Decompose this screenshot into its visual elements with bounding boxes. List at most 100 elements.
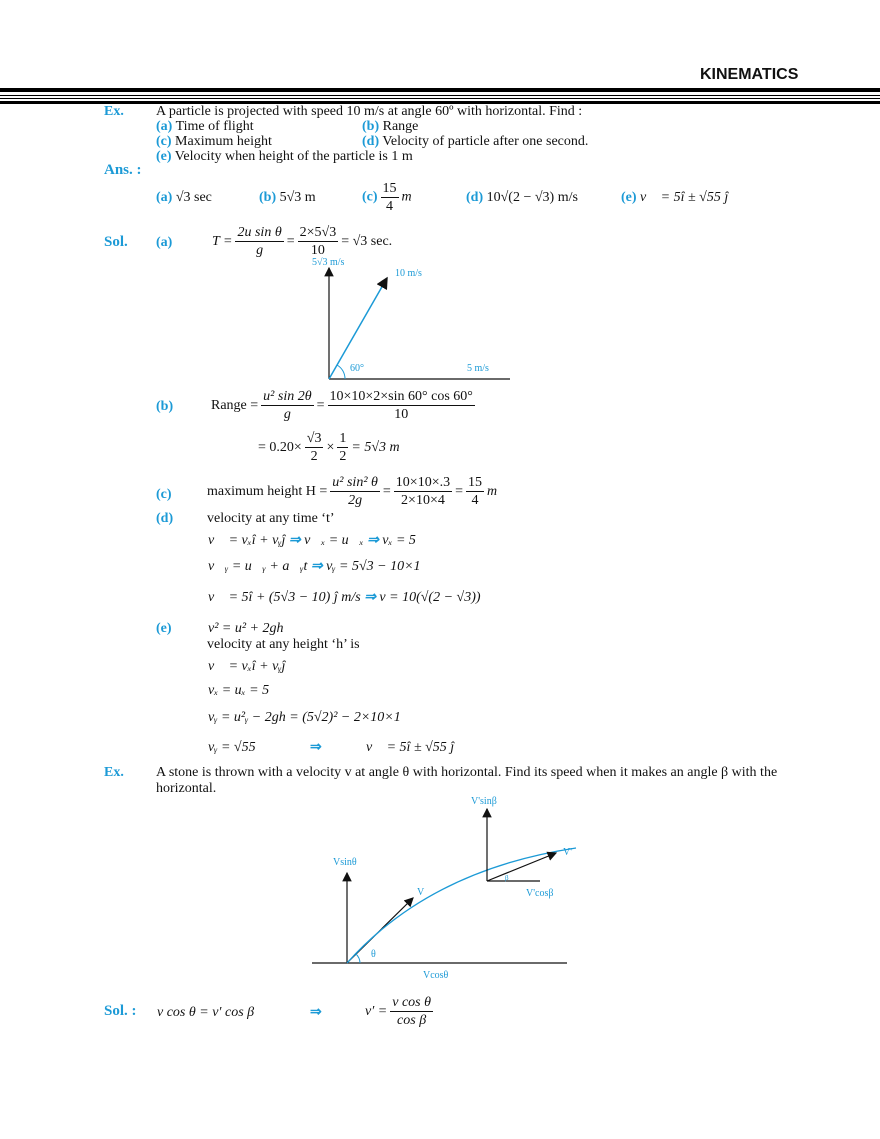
solution-label: Sol. [104, 234, 128, 250]
solution-label: Sol. : [104, 1003, 137, 1019]
sol-part-d-tag: (d) [156, 511, 174, 526]
vsin-label: Vsinθ [333, 857, 357, 868]
text: cos β [397, 1013, 427, 1029]
vprime-cos-label: V'cosβ [526, 888, 553, 899]
implies-arrow: ⇒ [310, 740, 322, 755]
text: v⃗ = 5î + (5√3 − 10) ĵ m/s [208, 590, 361, 605]
text: (a) [156, 119, 173, 134]
text: 4 [471, 493, 479, 509]
text: ⇒ [364, 590, 376, 605]
header-rule [0, 101, 880, 104]
text: (e) [156, 149, 172, 164]
text: v⃗ = 5î ± √55 ĵ [640, 190, 729, 205]
answer-b: (b) 5√3 m [259, 190, 316, 205]
vprime-label: V' [563, 847, 572, 858]
example-label: Ex. [104, 104, 124, 119]
answer-a: (a) √3 sec [156, 190, 212, 205]
text: 10 [310, 243, 325, 259]
text: T = [212, 234, 233, 249]
text: 10×10×2×sin 60° cos 60° [327, 389, 475, 407]
text: 1 [337, 431, 349, 449]
vcos-label: Vcosθ [423, 970, 449, 981]
part-a: (a) Time of flight [156, 119, 254, 134]
velocity-v-prime [486, 851, 558, 882]
part-e: (e) Velocity when height of the particle… [156, 149, 413, 164]
text: 10×10×.3 [393, 475, 453, 493]
text: vᵧ = 5√3 − 10×1 [326, 559, 421, 574]
text: (d) [466, 190, 484, 205]
text: 2×5√3 [297, 225, 339, 243]
velocity-label: 10 m/s [395, 268, 422, 279]
text: Time of flight [175, 119, 254, 134]
equation-line: v⃗ᵧ = u⃗ᵧ + a⃗ᵧt ⇒ vᵧ = 5√3 − 10×1 [208, 559, 421, 574]
chapter-title: KINEMATICS [700, 66, 799, 83]
text: v⃗ᵧ = u⃗ᵧ + a⃗ᵧt [208, 559, 308, 574]
text: 10√(2 − √3) m/s [486, 190, 578, 205]
question-text: horizontal. [156, 781, 217, 796]
theta-arc [355, 953, 361, 964]
text: 10 [394, 407, 409, 423]
sol-part-c-tag: (c) [156, 487, 172, 502]
text: × [326, 440, 335, 455]
text: Velocity when height of the particle is … [174, 149, 413, 164]
beta-label: β [505, 874, 509, 882]
text-line: velocity at any time ‘t’ [207, 511, 335, 526]
text: (d) [362, 134, 380, 149]
implies-arrow: ⇒ [310, 1005, 322, 1020]
text: 4 [386, 199, 394, 214]
question-text: A stone is thrown with a velocity v at a… [156, 765, 778, 780]
text: 5√3 m [279, 190, 316, 205]
velocity-diagram-1: 5√3 m/s 10 m/s 60° 5 m/s [312, 257, 510, 380]
text: = 0.20× [258, 440, 302, 455]
text: 2×10×4 [401, 493, 445, 509]
part-c: (c) Maximum height [156, 134, 272, 149]
vprime-sin-label: V'sinβ [471, 796, 497, 807]
theta-label: θ [371, 949, 376, 960]
equation-line: vᵧ = √55 [208, 740, 256, 755]
header-rule [0, 98, 880, 99]
text: Maximum height [175, 134, 272, 149]
text: ⇒ [288, 533, 301, 548]
text: √3 sec [175, 190, 212, 205]
question-text: A particle is projected with speed 10 m/… [156, 104, 583, 119]
part-d: (d) Velocity of particle after one secon… [362, 134, 588, 149]
angle-label: 60° [350, 363, 364, 374]
text: maximum height H = [207, 484, 328, 499]
text: (a) [156, 190, 173, 205]
text: = √3 sec. [341, 234, 393, 249]
text: m [401, 189, 412, 205]
text: m [487, 484, 498, 499]
text: v⃗ = vₓî + vᵧĵ [208, 533, 286, 548]
sol-part-a-tag: (a) [156, 235, 173, 250]
text: v⃗ₓ = u⃗ₓ [304, 533, 364, 548]
text: (e) [621, 190, 637, 205]
equation-line: v⃗ = 5î + (5√3 − 10) ĵ m/s ⇒ v = 10(√(2 … [208, 590, 481, 605]
sol-part-e-tag: (e) [156, 621, 172, 636]
trajectory-curve [346, 847, 577, 964]
answer-e: (e) v⃗ = 5î ± √55 ĵ [621, 190, 728, 205]
text: 2g [348, 493, 363, 509]
text: u² sin 2θ [261, 389, 314, 407]
text: vₓ = 5 [382, 533, 416, 548]
text: ⇒ [367, 533, 379, 548]
text: Range = [211, 398, 259, 413]
text: 2 [339, 449, 347, 465]
sol-part-b-tag: (b) [156, 399, 174, 414]
projectile-diagram-2: Vsinθ V θ Vcosθ V'sinβ V' V'cosβ β [312, 796, 577, 981]
example-label: Ex. [104, 765, 124, 780]
text: ⇒ [310, 559, 323, 574]
text: (b) [362, 119, 380, 134]
part-b: (b) Range [362, 119, 418, 134]
text: (c) [156, 134, 172, 149]
text-line: velocity at any height ‘h’ is [207, 637, 360, 652]
y-component-label: 5√3 m/s [312, 257, 345, 268]
text: = 5√3 m [351, 440, 400, 455]
text: (b) [259, 190, 277, 205]
velocity-vector [328, 276, 388, 380]
text: u² sin² θ [330, 475, 380, 493]
